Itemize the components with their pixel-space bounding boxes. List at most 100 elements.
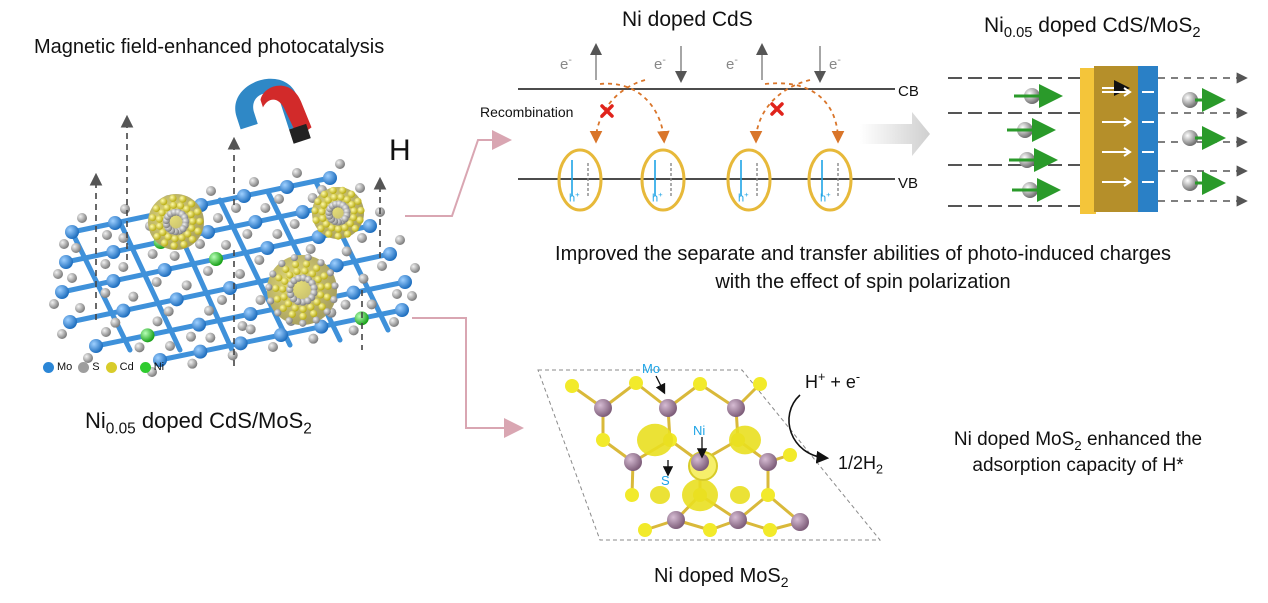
hole-ring bbox=[640, 148, 686, 212]
s-atom bbox=[305, 244, 316, 254]
np-atom bbox=[319, 214, 327, 222]
mo-atom bbox=[383, 247, 397, 261]
s-atom bbox=[235, 269, 245, 279]
np-atom bbox=[320, 190, 328, 198]
np-atom bbox=[274, 309, 282, 317]
electron-ball bbox=[1182, 175, 1198, 191]
mo-atom bbox=[323, 171, 337, 185]
electron-ball bbox=[1182, 92, 1198, 108]
mo-atom bbox=[594, 399, 612, 417]
np-atom bbox=[286, 271, 294, 279]
mo-atom bbox=[55, 285, 69, 299]
s-atom bbox=[410, 263, 420, 273]
np-atom bbox=[194, 227, 202, 235]
np-atom bbox=[153, 232, 161, 241]
s-atom bbox=[221, 240, 231, 250]
s-atom bbox=[100, 288, 111, 298]
s-atom bbox=[151, 277, 162, 287]
s-atom bbox=[187, 358, 198, 369]
np-atom bbox=[280, 293, 288, 301]
s-atom bbox=[217, 295, 227, 305]
np-atom bbox=[317, 283, 325, 291]
transition-arrow-icon bbox=[860, 112, 930, 156]
s-atom bbox=[49, 299, 59, 309]
ni-atom bbox=[140, 328, 155, 343]
spin-arrow-icon bbox=[1123, 117, 1132, 127]
s-atom bbox=[204, 305, 214, 316]
np-atom bbox=[348, 201, 356, 209]
mo-atom bbox=[274, 328, 288, 342]
mo-atom bbox=[233, 336, 248, 351]
s-atom bbox=[227, 350, 238, 361]
s-atom bbox=[128, 291, 139, 302]
np-atom bbox=[307, 303, 315, 311]
np-atom bbox=[304, 297, 312, 305]
mo-atom bbox=[295, 205, 310, 219]
s-atom bbox=[186, 331, 196, 342]
s-atom bbox=[335, 159, 345, 169]
np-atom bbox=[290, 254, 298, 262]
np-atom bbox=[356, 216, 364, 224]
hole-ring bbox=[557, 148, 603, 212]
s-atom bbox=[255, 295, 266, 305]
electron-label: e- bbox=[726, 54, 738, 73]
np-atom bbox=[318, 303, 326, 311]
np-atom bbox=[188, 235, 196, 243]
np-atom bbox=[171, 235, 179, 243]
np-atom bbox=[285, 317, 293, 325]
improved-line-1: Improved the separate and transfer abili… bbox=[555, 243, 1171, 265]
np-atom bbox=[322, 220, 330, 228]
np-atom bbox=[341, 215, 349, 223]
np-atom bbox=[180, 240, 188, 249]
hole-ring bbox=[807, 148, 853, 212]
mo-atom bbox=[363, 219, 377, 233]
s-atom bbox=[147, 249, 158, 259]
np-atom bbox=[329, 186, 337, 195]
s-atom bbox=[152, 316, 163, 327]
np-atom bbox=[311, 207, 319, 215]
np-atom bbox=[187, 200, 196, 208]
np-atom bbox=[159, 198, 168, 206]
np-atom bbox=[184, 230, 192, 238]
hole-label: h+ bbox=[652, 190, 663, 205]
s-atom bbox=[118, 233, 129, 243]
structure-caption: Ni doped MoS2 bbox=[654, 565, 789, 590]
s-atom bbox=[366, 299, 377, 310]
s-atom bbox=[100, 259, 111, 269]
electron-label: e- bbox=[560, 54, 572, 73]
charge-density bbox=[682, 478, 718, 512]
s-atom bbox=[110, 317, 121, 328]
s-atom bbox=[761, 488, 775, 502]
np-atom bbox=[314, 197, 322, 206]
mo-atom bbox=[63, 315, 77, 329]
band-diagram-title: Ni doped CdS bbox=[622, 8, 753, 31]
np-atom bbox=[325, 230, 333, 238]
np-atom bbox=[179, 225, 187, 233]
np-atom bbox=[187, 210, 195, 219]
np-atom bbox=[343, 230, 352, 238]
np-atom bbox=[347, 190, 356, 198]
hole-label: h+ bbox=[569, 190, 580, 205]
reaction-arrow-icon bbox=[788, 394, 830, 464]
s-atom bbox=[763, 523, 777, 537]
mo-atom bbox=[89, 339, 103, 353]
np-atom bbox=[320, 201, 328, 209]
s-atom bbox=[355, 183, 365, 193]
vb-label: VB bbox=[898, 175, 919, 192]
s-atom bbox=[377, 261, 387, 271]
s-atom bbox=[205, 332, 216, 343]
mo-atom bbox=[667, 511, 685, 529]
np-atom bbox=[163, 204, 171, 212]
s-atom bbox=[407, 291, 417, 301]
s-atom bbox=[357, 233, 367, 243]
mo-atom bbox=[280, 180, 294, 194]
reaction-product: 1/2H2 bbox=[838, 453, 884, 477]
np-atom bbox=[323, 293, 331, 301]
np-atom bbox=[324, 282, 332, 290]
mo-atom bbox=[106, 245, 121, 259]
s-atom bbox=[245, 324, 256, 335]
mo-atom bbox=[169, 292, 184, 307]
np-atom bbox=[279, 285, 287, 293]
mo-atom bbox=[223, 281, 237, 295]
s-atom bbox=[120, 204, 130, 214]
